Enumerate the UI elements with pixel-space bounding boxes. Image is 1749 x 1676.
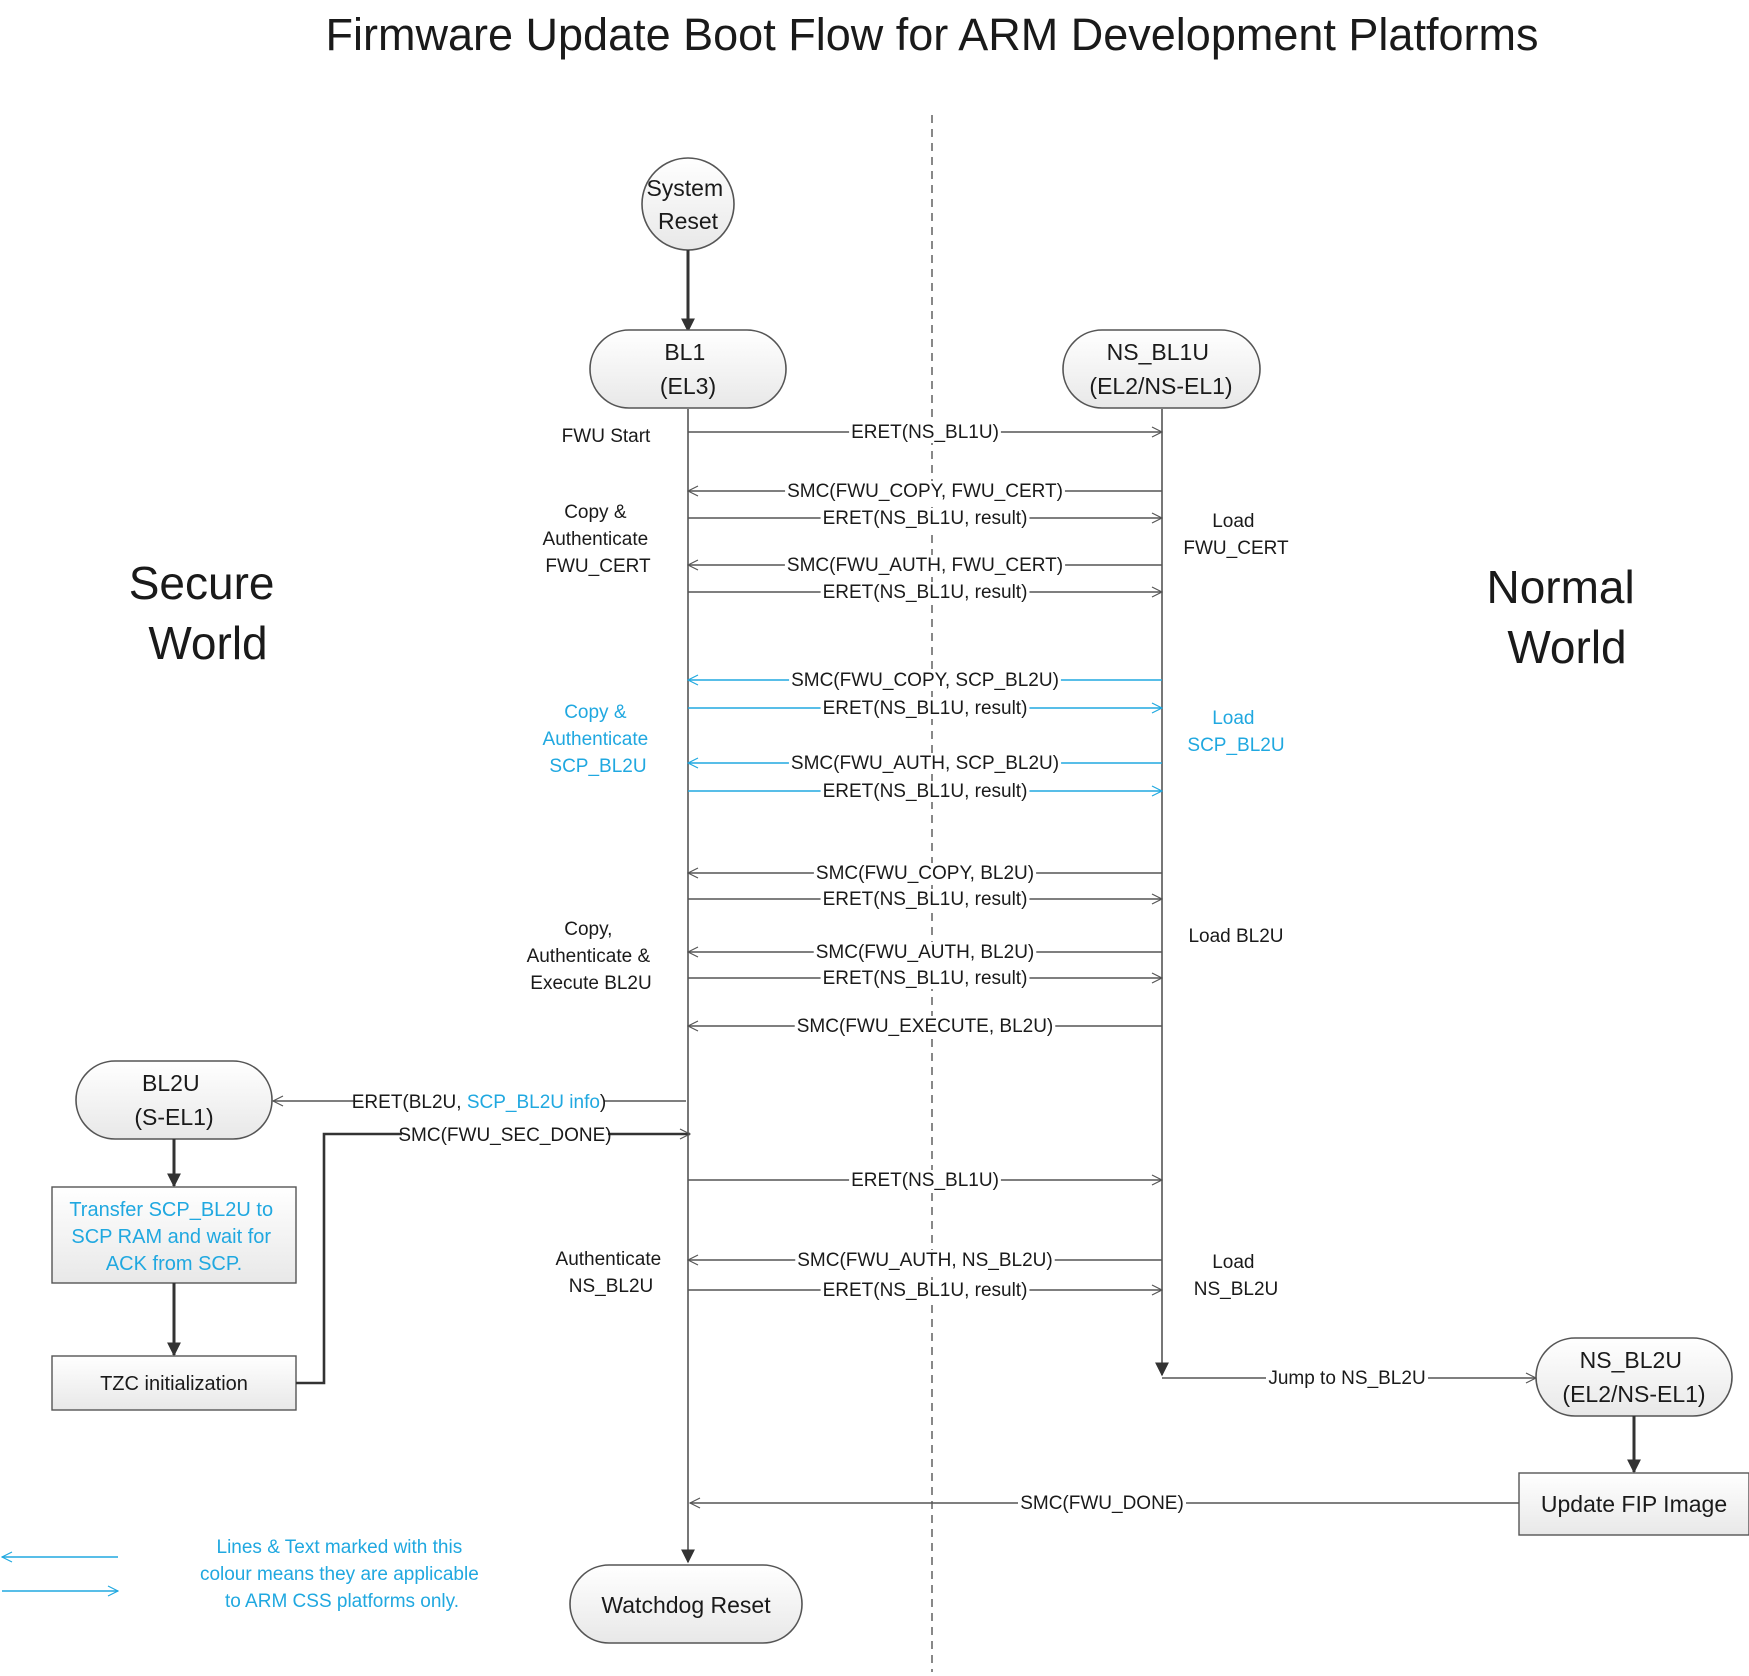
message-label: SMC(FWU_COPY, FWU_CERT) <box>787 481 1063 502</box>
message-label-bg <box>820 698 1030 719</box>
message-label: SMC(FWU_AUTH, BL2U) <box>816 942 1035 963</box>
svg-text:TZC initialization: TZC initialization <box>100 1373 248 1395</box>
fwu-done-label: SMC(FWU_DONE) <box>1020 1493 1184 1514</box>
message-label-bg <box>820 508 1030 529</box>
update-fip-box: Update FIP Image <box>1518 1472 1749 1536</box>
message-label: ERET(NS_BL1U, result) <box>823 582 1028 603</box>
load-scp-note: Load SCP_BL2U <box>1187 708 1284 756</box>
message-arrows: ERET(NS_BL1U) SMC(FWU_COPY, FWU_CERT) ERET… <box>688 422 1162 1301</box>
legend-text: Lines & Text marked with this colour mea… <box>200 1537 484 1612</box>
message-label-bg <box>785 481 1065 502</box>
sec-done-label: SMC(FWU_SEC_DONE) <box>398 1125 611 1146</box>
legend: Lines & Text marked with this colour mea… <box>2 1537 484 1612</box>
message-label: SMC(FWU_COPY, SCP_BL2U) <box>791 670 1059 691</box>
svg-text:NS_BL2U (EL2/NS-EL1): NS_BL2U (EL2/NS-EL1) <box>1562 1347 1705 1407</box>
message-label: ERET(NS_BL1U, result) <box>823 508 1028 529</box>
svg-text:Update FIP Image: Update FIP Image <box>1541 1491 1727 1517</box>
message-label-bg <box>820 582 1030 603</box>
copy-auth-scp-note: Copy & Authenticate SCP_BL2U <box>543 702 654 777</box>
message-label-bg <box>789 670 1061 691</box>
message-label: SMC(FWU_AUTH, SCP_BL2U) <box>791 753 1059 774</box>
svg-text:Transfer SCP_BL2U to SCP: Transfer SCP_BL2U to SCP RAM and wait fo… <box>69 1199 278 1275</box>
message-label-bg <box>794 1016 1056 1037</box>
secure-world-label: Secure World <box>129 557 288 669</box>
message-label-bg <box>820 968 1030 989</box>
message-label: SMC(FWU_AUTH, NS_BL2U) <box>797 1250 1052 1271</box>
load-ns-bl2u-note: Load NS_BL2U <box>1194 1252 1279 1300</box>
message-label-bg <box>820 781 1030 802</box>
message-label: ERET(NS_BL1U) <box>851 422 999 443</box>
message-label-bg <box>820 1280 1030 1301</box>
message-label: ERET(NS_BL1U) <box>851 1170 999 1191</box>
message-label-bg <box>788 753 1062 774</box>
message-label-bg <box>784 555 1066 576</box>
message-label-bg <box>813 863 1037 884</box>
message-label-bg <box>849 1170 1001 1191</box>
watchdog-reset-node: Watchdog Reset <box>569 1564 803 1644</box>
system-reset-node: System Reset <box>641 157 735 251</box>
message-label: ERET(NS_BL1U, result) <box>823 1280 1028 1301</box>
svg-text:System Reset: System Reset <box>646 175 729 234</box>
message-label: ERET(NS_BL1U, result) <box>823 781 1028 802</box>
message-label: SMC(FWU_COPY, BL2U) <box>816 863 1034 884</box>
bl2u-node: BL2U (S-EL1) <box>75 1060 273 1140</box>
message-label-bg <box>813 942 1037 963</box>
jump-ns-bl2u-label: Jump to NS_BL2U <box>1268 1368 1425 1389</box>
auth-ns-bl2u-note: Authenticate NS_BL2U <box>556 1249 667 1297</box>
svg-text:BL1 (EL3): BL1 (EL3) <box>660 339 716 399</box>
message-label: ERET(NS_BL1U, result) <box>823 698 1028 719</box>
message-label-bg <box>795 1250 1055 1271</box>
message-label-bg <box>849 422 1001 443</box>
normal-world-label: Normal World <box>1486 561 1647 673</box>
load-fwu-cert-note: Load FWU_CERT <box>1183 511 1289 559</box>
copy-auth-exec-bl2u-note: Copy, Authenticate & Execute BL2U <box>527 919 656 994</box>
copy-auth-fwu-cert-note: Copy & Authenticate FWU_CERT <box>543 502 654 577</box>
message-label-bg <box>820 889 1030 910</box>
tzc-init-box: TZC initialization <box>51 1355 297 1411</box>
fwu-start-note: FWU Start <box>562 426 651 447</box>
message-label: SMC(FWU_EXECUTE, BL2U) <box>797 1016 1054 1037</box>
svg-text:Watchdog Reset: Watchdog Reset <box>601 1592 771 1618</box>
bl1-node: BL1 (EL3) <box>589 329 787 409</box>
ns-bl1u-node: NS_BL1U (EL2/NS-EL1) <box>1062 329 1261 409</box>
message-label: ERET(NS_BL1U, result) <box>823 968 1028 989</box>
transfer-scp-box: Transfer SCP_BL2U to SCP RAM and wait fo… <box>51 1186 297 1284</box>
svg-text:NS_BL1U (EL2/NS-EL1): NS_BL1U (EL2/NS-EL1) <box>1089 339 1232 399</box>
svg-text:BL2U (S-EL1): BL2U (S-EL1) <box>134 1070 213 1130</box>
load-bl2u-note: Load BL2U <box>1188 926 1283 947</box>
ns-bl2u-node: NS_BL2U (EL2/NS-EL1) <box>1535 1337 1733 1417</box>
page-title: Firmware Update Boot Flow for ARM Develo… <box>326 9 1539 60</box>
message-label: SMC(FWU_AUTH, FWU_CERT) <box>787 555 1063 576</box>
eret-bl2u-label: ERET(BL2U, SCP_BL2U info) <box>352 1092 607 1113</box>
message-label: ERET(NS_BL1U, result) <box>823 889 1028 910</box>
